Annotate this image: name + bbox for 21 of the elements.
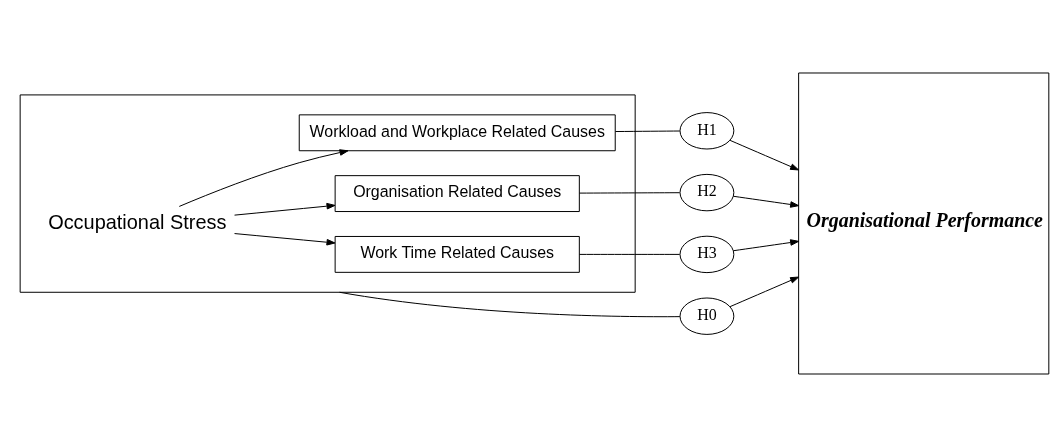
- node-text: Occupational Stress: [48, 210, 227, 233]
- node-box: Organisational Performance: [798, 72, 1050, 374]
- connector: [579, 253, 681, 255]
- node-ellipse: H0: [679, 297, 735, 335]
- arrow: [729, 276, 800, 307]
- node-ellipse: H1: [679, 111, 735, 149]
- connector: [339, 291, 681, 317]
- node-ellipse: H3: [679, 235, 735, 273]
- node-box: Organisation Related Causes: [334, 174, 580, 212]
- connector: [614, 130, 681, 132]
- arrow: [729, 139, 800, 170]
- arrow: [178, 148, 349, 207]
- arrow: [234, 202, 336, 216]
- node-ellipse: H2: [679, 173, 735, 211]
- connector: [579, 191, 681, 194]
- arrow: [732, 238, 800, 251]
- cluster: [19, 93, 636, 293]
- arrow: [234, 232, 336, 246]
- node-box: Work Time Related Causes: [334, 235, 580, 273]
- arrow: [732, 195, 800, 208]
- node-box: Workload and Workplace Related Causes: [298, 113, 616, 151]
